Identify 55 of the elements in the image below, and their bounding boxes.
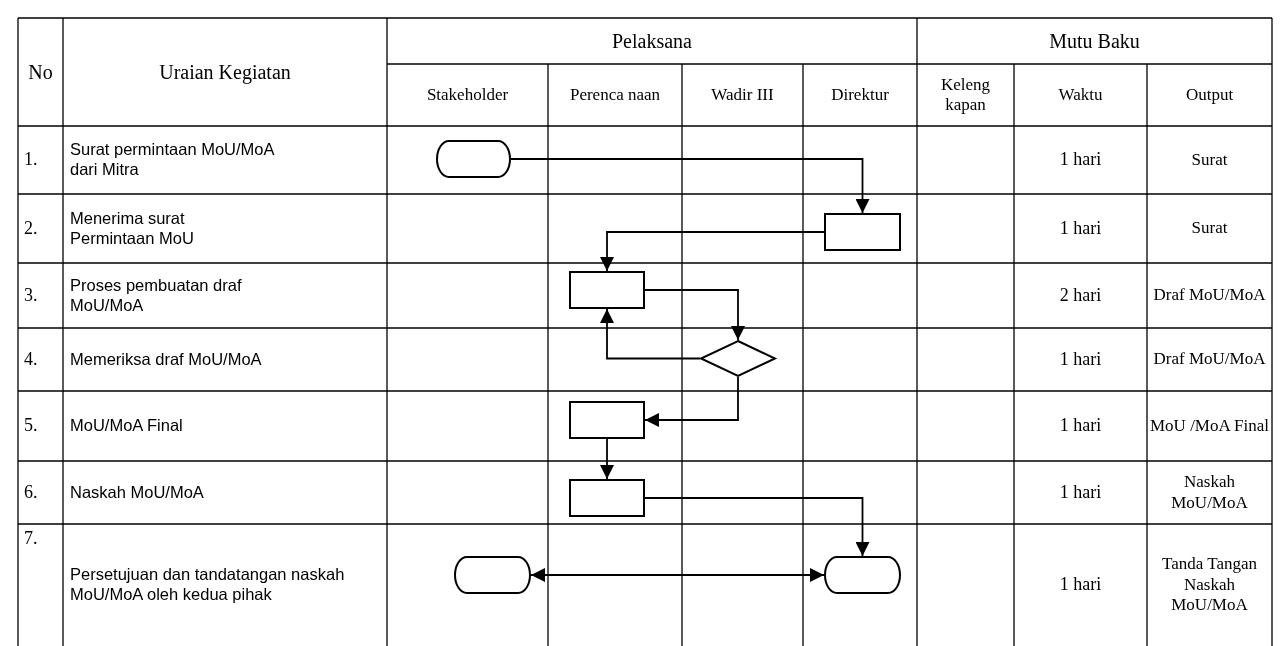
row-number: 6.	[24, 481, 38, 504]
duration-text: 1 hari	[1059, 217, 1102, 240]
arrow	[600, 438, 614, 480]
activity-description: Persetujuan dan tandatangan naskah MoU/MoA oleh kedua pihak	[70, 565, 346, 605]
column-header: Waktu	[1058, 84, 1103, 106]
output-text: Surat	[1191, 149, 1228, 171]
output-text: Naskah MoU/MoA	[1170, 472, 1249, 513]
column-header: Pelaksana	[612, 29, 692, 53]
row-number: 3.	[24, 284, 38, 307]
column-header: Wadir III	[711, 84, 774, 106]
duration-text: 2 hari	[1059, 284, 1102, 307]
activity-description: Naskah MoU/MoA	[70, 482, 204, 503]
duration-text: 1 hari	[1059, 481, 1102, 504]
arrow	[600, 308, 701, 360]
column-header: Mutu Baku	[1049, 29, 1140, 53]
process-box	[569, 271, 645, 309]
duration-text: 1 hari	[1059, 348, 1102, 371]
process-box	[824, 213, 901, 251]
activity-description: Menerima surat Permintaan MoU	[70, 208, 195, 249]
column-header: Keleng kapan	[939, 74, 992, 116]
process-box	[569, 479, 645, 517]
column-header: Perenca naan	[569, 84, 661, 106]
terminal-shape	[454, 556, 531, 594]
arrow	[644, 376, 739, 427]
activity-description: Proses pembuatan draf MoU/MoA	[70, 275, 243, 316]
activity-description: MoU/MoA Final	[70, 416, 183, 436]
duration-text: 1 hari	[1059, 149, 1102, 171]
column-header: No	[28, 60, 53, 84]
duration-text: 1 hari	[1059, 574, 1102, 596]
row-number: 5.	[24, 415, 38, 437]
terminal-shape	[824, 556, 901, 594]
output-text: Draf MoU/MoA	[1153, 349, 1266, 370]
output-text: Tanda Tangan Naskah MoU/MoA	[1161, 554, 1258, 616]
row-number: 4.	[24, 348, 38, 371]
activity-description: Memeriksa draf MoU/MoA	[70, 349, 262, 370]
activity-description: Surat permintaan MoU/MoA dari Mitra	[70, 140, 276, 180]
column-header: Uraian Kegiatan	[159, 60, 291, 84]
arrow	[600, 231, 825, 272]
arrow	[530, 568, 825, 582]
row-number: 2.	[24, 217, 38, 240]
decision-diamond	[700, 340, 776, 377]
column-header: Direktur	[831, 84, 889, 106]
column-header: Output	[1185, 84, 1234, 106]
arrow	[644, 497, 870, 557]
output-text: MoU /MoA Final	[1150, 415, 1269, 437]
row-number: 1.	[24, 149, 38, 171]
arrow	[644, 289, 745, 341]
output-text: Draf MoU/MoA	[1153, 285, 1266, 306]
duration-text: 1 hari	[1059, 415, 1102, 437]
row-number: 7.	[24, 528, 38, 550]
output-text: Surat	[1191, 218, 1228, 239]
arrow	[510, 158, 870, 214]
terminal-shape	[436, 140, 511, 178]
process-box	[569, 401, 645, 439]
column-header: Stakeholder	[426, 84, 509, 106]
